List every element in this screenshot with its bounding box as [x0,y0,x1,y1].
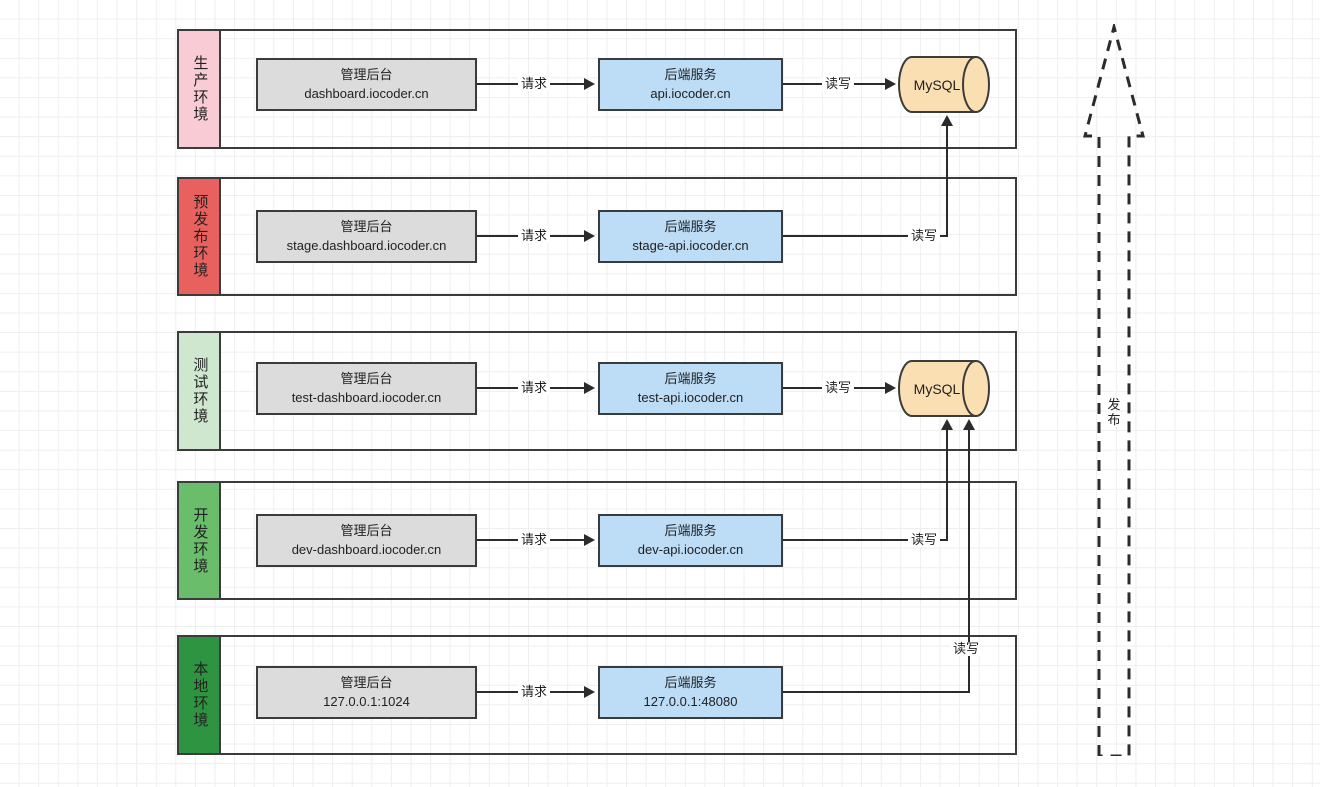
lane-header-local: 本地环境 [179,637,221,753]
edge-label-rw-stage: 读写 [908,229,941,243]
node-admin-dev-line1: 管理后台 [340,522,393,538]
node-api-stage-line1: 后端服务 [664,218,717,234]
arrowhead-rw-local [963,419,975,430]
node-admin-local[interactable]: 管理后台 127.0.0.1:1024 [256,666,477,719]
node-database-test[interactable]: MySQL [898,360,996,417]
node-admin-stage-line2: stage.dashboard.iocoder.cn [286,237,447,253]
lane-header-dev: 开发环境 [179,483,221,598]
cylinder-icon [898,56,990,113]
node-api-dev-line1: 后端服务 [664,522,717,538]
arrowhead-rw-dev [941,419,953,430]
node-admin-local-line2: 127.0.0.1:1024 [323,693,410,709]
arrowhead-request-stage [584,230,595,242]
edge-rw-local-horizontal [783,691,970,693]
node-admin-stage-line1: 管理后台 [340,218,393,234]
node-admin-test[interactable]: 管理后台 test-dashboard.iocoder.cn [256,362,477,415]
lane-title-dev: 开发环境 [191,506,209,575]
node-api-stage-line2: stage-api.iocoder.cn [632,237,749,253]
lane-title-prod: 生产环境 [191,55,209,123]
publish-arrow-icon [1083,21,1145,758]
node-database-prod[interactable]: MySQL [898,56,996,113]
arrowhead-request-dev [584,534,595,546]
edge-rw-dev-horizontal [783,539,948,541]
edge-label-rw-dev: 读写 [908,533,941,547]
lane-header-test: 测试环境 [179,333,221,449]
node-admin-prod-line1: 管理后台 [340,66,393,82]
node-admin-dev[interactable]: 管理后台 dev-dashboard.iocoder.cn [256,514,477,567]
node-database-prod-label: MySQL [913,76,961,93]
arrowhead-rw-prod [885,78,896,90]
node-admin-test-line1: 管理后台 [340,370,393,386]
node-api-local-line1: 后端服务 [664,674,717,690]
edge-label-request-prod: 请求 [518,77,551,91]
node-admin-prod[interactable]: 管理后台 dashboard.iocoder.cn [256,58,477,111]
node-admin-test-line2: test-dashboard.iocoder.cn [291,389,442,405]
node-admin-prod-line2: dashboard.iocoder.cn [304,85,429,101]
edge-label-rw-local: 读写 [950,642,983,656]
edge-label-request-dev: 请求 [518,533,551,547]
edge-label-request-stage: 请求 [518,229,551,243]
node-admin-local-line1: 管理后台 [340,674,393,690]
node-api-prod-line2: api.iocoder.cn [650,85,731,101]
node-admin-dev-line2: dev-dashboard.iocoder.cn [291,541,442,557]
lane-title-local: 本地环境 [191,661,209,729]
node-api-dev[interactable]: 后端服务 dev-api.iocoder.cn [598,514,783,567]
node-database-test-label: MySQL [913,380,961,397]
node-admin-stage[interactable]: 管理后台 stage.dashboard.iocoder.cn [256,210,477,263]
lane-title-stage: 预发布环境 [191,194,209,279]
lane-header-prod: 生产环境 [179,31,221,147]
arrowhead-rw-test [885,382,896,394]
lane-prod: 生产环境 [177,29,1017,149]
node-api-test-line1: 后端服务 [664,370,717,386]
publish-arrow-label: 发布 [1107,397,1121,427]
arrowhead-rw-stage [941,115,953,126]
node-api-prod[interactable]: 后端服务 api.iocoder.cn [598,58,783,111]
edge-label-rw-prod: 读写 [822,77,855,91]
lane-header-stage: 预发布环境 [179,179,221,294]
arrowhead-request-test [584,382,595,394]
node-api-local[interactable]: 后端服务 127.0.0.1:48080 [598,666,783,719]
node-api-local-line2: 127.0.0.1:48080 [643,693,738,709]
publish-arrow [1083,21,1145,758]
edge-label-request-local: 请求 [518,685,551,699]
cylinder-icon [898,360,990,417]
lane-local: 本地环境 [177,635,1017,755]
node-api-dev-line2: dev-api.iocoder.cn [637,541,744,557]
lane-title-test: 测试环境 [191,357,209,425]
arrowhead-request-local [584,686,595,698]
lane-test: 测试环境 [177,331,1017,451]
edge-rw-stage-vertical [946,125,948,235]
edge-rw-local-vertical [968,429,970,691]
node-api-test-line2: test-api.iocoder.cn [637,389,744,405]
lane-stage: 预发布环境 [177,177,1017,296]
arrowhead-request-prod [584,78,595,90]
edge-label-request-test: 请求 [518,381,551,395]
node-api-test[interactable]: 后端服务 test-api.iocoder.cn [598,362,783,415]
lane-dev: 开发环境 [177,481,1017,600]
node-api-prod-line1: 后端服务 [664,66,717,82]
edge-label-rw-test: 读写 [822,381,855,395]
edge-rw-stage-horizontal [783,235,948,237]
edge-rw-dev-vertical [946,429,948,539]
node-api-stage[interactable]: 后端服务 stage-api.iocoder.cn [598,210,783,263]
